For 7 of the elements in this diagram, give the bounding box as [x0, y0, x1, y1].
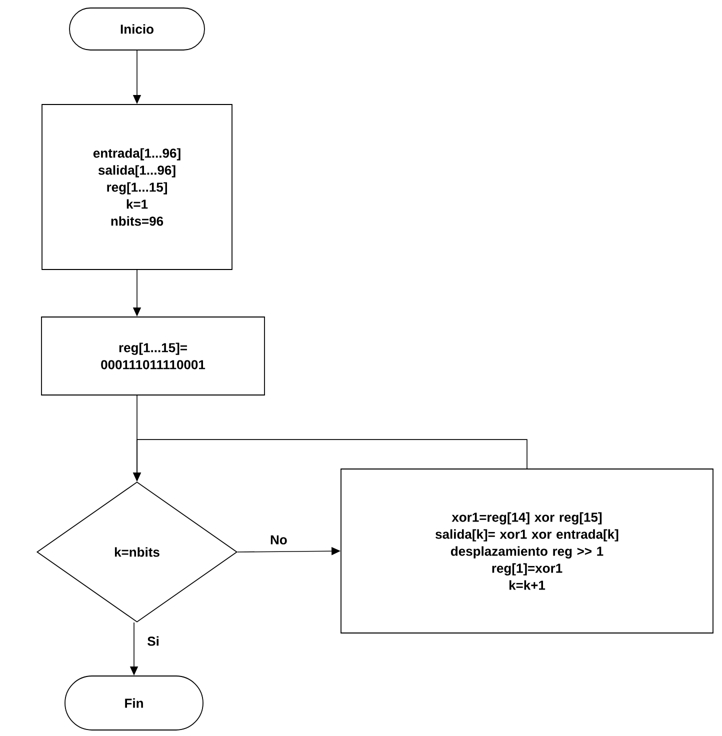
end-terminal: Fin	[64, 676, 204, 730]
process-box: entrada[1...96] salida[1...96] reg[1...15] k=1 nbits=96	[42, 104, 232, 270]
start-terminal: Inicio	[69, 8, 205, 50]
edge-label: Si	[146, 635, 160, 647]
process-box: xor1=reg[14] xor reg[15] salida[k]= xor1 xor entrada[k] desplazamiento reg >> 1 reg[1]=xor1 k=k+1	[340, 468, 714, 634]
edge-label: No	[269, 534, 288, 546]
process-box: reg[1...15]= 000111011110001	[41, 316, 265, 396]
